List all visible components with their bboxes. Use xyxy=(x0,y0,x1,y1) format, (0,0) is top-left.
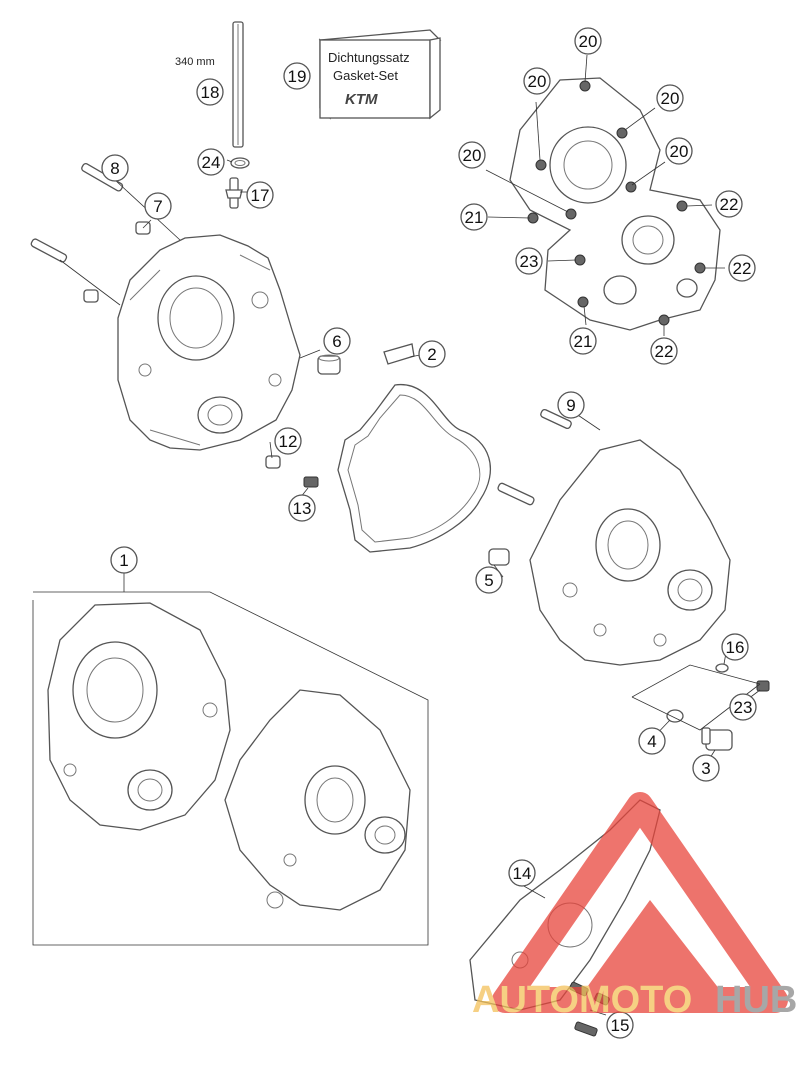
svg-text:20: 20 xyxy=(670,142,689,161)
automotohub-watermark: AUTOMOTO HUB xyxy=(472,792,797,1021)
callout-18: 18 xyxy=(196,78,224,106)
svg-text:23: 23 xyxy=(734,698,753,717)
dimension-label-340mm: 340 mm xyxy=(175,56,215,68)
watermark-text-automoto: AUTOMOTO xyxy=(472,979,692,1021)
callouts: 1 2 3 4 5 6 7 8 9 12 13 14 15 16 17 18 1… xyxy=(101,27,757,1039)
callout-12: 12 xyxy=(274,427,302,455)
callout-1: 1 xyxy=(110,546,138,574)
callout-19: 19 xyxy=(283,62,311,90)
clamp-part-24 xyxy=(230,157,250,169)
svg-text:20: 20 xyxy=(661,89,680,108)
callout-4: 4 xyxy=(638,727,666,755)
svg-text:17: 17 xyxy=(251,186,270,205)
callout-14: 14 xyxy=(508,859,536,887)
outer-case-cover xyxy=(509,77,721,331)
gasket-set-label-de: Dichtungssatz xyxy=(328,50,410,65)
callout-8: 8 xyxy=(101,154,129,182)
callout-5: 5 xyxy=(475,566,503,594)
bushing-part-6 xyxy=(317,354,341,375)
svg-text:8: 8 xyxy=(110,159,119,178)
callout-20-top: 20 xyxy=(574,27,602,55)
svg-text:20: 20 xyxy=(579,32,598,51)
svg-text:6: 6 xyxy=(332,332,341,351)
svg-text:9: 9 xyxy=(566,396,575,415)
svg-text:22: 22 xyxy=(720,195,739,214)
watermark-triangle-logo xyxy=(492,792,788,1013)
crankcase-assembly-bracket xyxy=(32,573,429,946)
svg-text:21: 21 xyxy=(465,208,484,227)
nipple-part-17 xyxy=(225,177,243,209)
svg-text:1: 1 xyxy=(119,551,128,570)
callout-23-lower: 23 xyxy=(729,693,757,721)
callout-22-lower: 22 xyxy=(650,337,678,365)
svg-text:19: 19 xyxy=(288,67,307,86)
svg-text:14: 14 xyxy=(513,864,532,883)
svg-text:4: 4 xyxy=(647,732,656,751)
callout-2: 2 xyxy=(418,340,446,368)
svg-text:22: 22 xyxy=(655,342,674,361)
callout-7: 7 xyxy=(144,192,172,220)
tube-part-18 xyxy=(232,21,244,148)
left-crankcase-half xyxy=(30,234,301,451)
callout-20-left: 20 xyxy=(458,141,486,169)
gasket-set-label-en: Gasket-Set xyxy=(333,68,398,83)
callout-20-right: 20 xyxy=(665,137,693,165)
callout-21-lower: 21 xyxy=(569,327,597,355)
callout-20-left-upper: 20 xyxy=(523,67,551,95)
bolt-part-13 xyxy=(303,476,319,488)
svg-text:15: 15 xyxy=(611,1016,630,1035)
watermark-text-hub: HUB xyxy=(715,979,797,1021)
gasket-set-box-part-19: Dichtungssatz Gasket-Set KTM xyxy=(318,29,442,120)
svg-text:2: 2 xyxy=(427,345,436,364)
callout-20-right-upper: 20 xyxy=(656,84,684,112)
svg-text:20: 20 xyxy=(463,146,482,165)
svg-text:20: 20 xyxy=(528,72,547,91)
callout-23-upper: 23 xyxy=(515,247,543,275)
assembly-right-half xyxy=(224,689,411,911)
right-crankcase-half xyxy=(497,408,731,666)
svg-text:24: 24 xyxy=(202,153,221,172)
gasket-part-2 xyxy=(337,343,491,553)
svg-text:16: 16 xyxy=(726,638,745,657)
svg-text:7: 7 xyxy=(153,197,162,216)
plug-screw-part-3 xyxy=(701,727,733,751)
callout-22-middle: 22 xyxy=(728,254,756,282)
svg-text:21: 21 xyxy=(574,332,593,351)
washer-part-16 xyxy=(715,663,729,673)
ktm-logo: KTM xyxy=(345,91,378,108)
callout-17: 17 xyxy=(246,181,274,209)
callout-22-upper: 22 xyxy=(715,190,743,218)
svg-text:18: 18 xyxy=(201,83,220,102)
svg-text:12: 12 xyxy=(279,432,298,451)
svg-text:13: 13 xyxy=(293,499,312,518)
svg-text:23: 23 xyxy=(520,252,539,271)
callout-13: 13 xyxy=(288,494,316,522)
callout-24: 24 xyxy=(197,148,225,176)
callout-15: 15 xyxy=(606,1011,634,1039)
svg-text:3: 3 xyxy=(701,759,710,778)
svg-text:5: 5 xyxy=(484,571,493,590)
callout-6: 6 xyxy=(323,327,351,355)
callout-21-upper: 21 xyxy=(460,203,488,231)
callout-16: 16 xyxy=(721,633,749,661)
bushing-part-12 xyxy=(265,455,281,469)
assembly-left-half xyxy=(47,602,231,831)
seal-ring-part-4 xyxy=(666,709,684,723)
bushing-part-5 xyxy=(488,548,510,566)
callout-3: 3 xyxy=(692,754,720,782)
callout-9: 9 xyxy=(557,391,585,419)
bolt-part-23-lower xyxy=(756,680,770,692)
svg-text:22: 22 xyxy=(733,259,752,278)
